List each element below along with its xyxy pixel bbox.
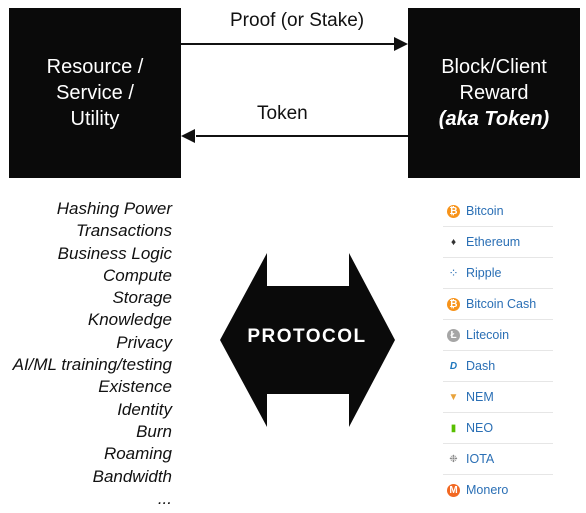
resource-item: ... [157, 488, 172, 508]
coin-name: Bitcoin [466, 204, 504, 218]
protocol-double-arrow [220, 253, 395, 427]
resource-item: Existence [98, 377, 172, 397]
coin-item-nem[interactable]: ▼ NEM [443, 382, 553, 413]
left-box-line-1: Resource / [46, 56, 144, 78]
nem-icon: ▼ [448, 391, 459, 403]
resource-item: Roaming [103, 444, 172, 464]
resource-service-utility-box: Resource / Service / Utility [9, 8, 181, 178]
coin-name: Ripple [466, 266, 502, 280]
coin-item-neo[interactable]: ▮ NEO [443, 413, 553, 444]
token-arrow-label: Token [257, 103, 308, 124]
coin-item-bitcoin[interactable]: ₿ Bitcoin [443, 196, 553, 227]
coin-name: NEM [466, 390, 494, 404]
coin-name: Dash [466, 359, 496, 373]
token-arrow [181, 129, 408, 143]
right-box-line-1: Block/Client [441, 56, 547, 78]
coin-item-litecoin[interactable]: Ł Litecoin [443, 320, 553, 351]
ethereum-icon: ♦ [450, 236, 457, 248]
coin-item-monero[interactable]: M Monero [443, 475, 553, 505]
right-box-line-2: Reward [459, 82, 529, 104]
resource-item: Transactions [75, 221, 172, 241]
protocol-label: PROTOCOL [247, 326, 367, 347]
coin-name: IOTA [466, 452, 495, 466]
coin-name: Ethereum [466, 235, 521, 249]
resource-item: AI/ML training/testing [12, 355, 172, 375]
coin-name: Bitcoin Cash [466, 297, 537, 311]
resource-item: Knowledge [87, 310, 172, 330]
coin-item-bitcoin-cash[interactable]: ₿ Bitcoin Cash [443, 289, 553, 320]
ripple-icon: ⁘ [448, 265, 459, 280]
left-box-line-3: Utility [70, 108, 120, 130]
resource-item: Business Logic [57, 243, 172, 263]
neo-icon: ▮ [450, 422, 457, 434]
proof-arrow-label: Proof (or Stake) [230, 10, 365, 31]
resource-item: Storage [112, 288, 172, 308]
coin-name: Litecoin [466, 328, 510, 342]
resource-item: Compute [103, 265, 172, 285]
resource-item: Privacy [116, 332, 172, 352]
coin-list: ₿ Bitcoin ♦ Ethereum ⁘ Ripple ₿ Bitcoin … [443, 196, 553, 505]
coin-item-dash[interactable]: D Dash [443, 351, 553, 382]
right-box-italic-line: (aka Token) [438, 108, 550, 130]
dash-icon: D [449, 360, 458, 372]
resource-item: Identity [117, 399, 172, 419]
resource-item: Burn [136, 421, 172, 441]
monero-icon: M [447, 483, 460, 497]
resource-item: Bandwidth [92, 466, 172, 486]
bitcoin-cash-icon: ₿ [447, 297, 460, 311]
coin-name: NEO [466, 421, 494, 435]
coin-item-ethereum[interactable]: ♦ Ethereum [443, 227, 553, 258]
resource-item: Hashing Power [56, 199, 172, 218]
coin-item-iota[interactable]: ❉ IOTA [443, 444, 553, 475]
left-box-line-2: Service / [56, 82, 134, 104]
block-client-reward-box: Block/Client Reward (aka Token) [408, 8, 580, 178]
iota-icon: ❉ [449, 453, 458, 465]
coin-item-ripple[interactable]: ⁘ Ripple [443, 258, 553, 289]
proof-arrow [181, 37, 408, 51]
litecoin-icon: Ł [447, 328, 460, 342]
coin-name: Monero [466, 483, 509, 497]
resource-list: Hashing Power Transactions Business Logi… [13, 198, 172, 510]
bitcoin-icon: ₿ [447, 204, 460, 218]
